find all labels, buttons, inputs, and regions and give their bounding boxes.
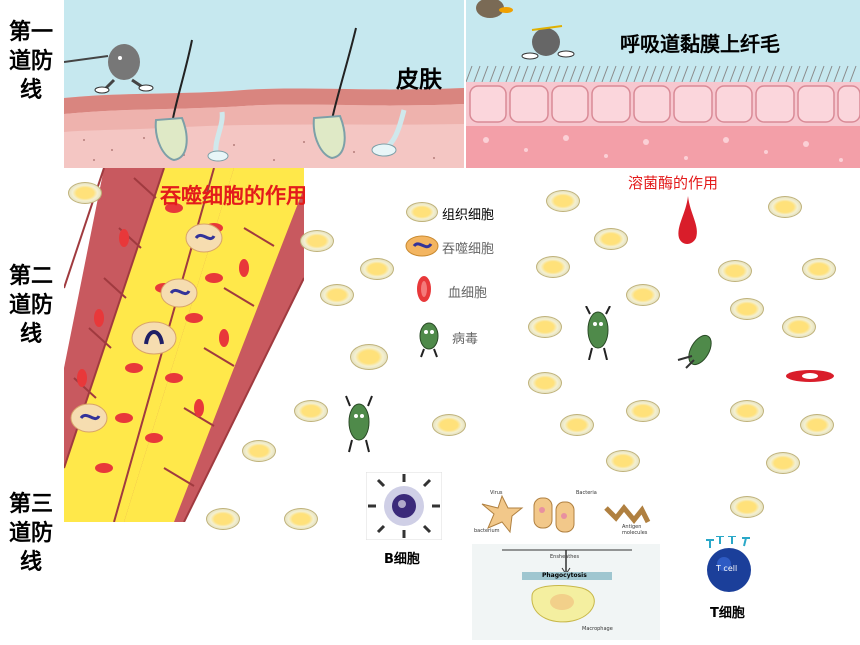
t-cell-inner-label: T cell [716, 564, 738, 573]
tissue-cell [528, 372, 562, 394]
tissue-cell [546, 190, 580, 212]
third-line-label: 第三道防线 [8, 492, 53, 575]
germ-character-icon [64, 44, 154, 94]
tissue-cell [730, 496, 764, 518]
virus-icon [419, 322, 439, 358]
blood-vessel [64, 168, 304, 522]
tissue-cell [300, 230, 334, 252]
skin-title: 皮肤 [396, 67, 442, 93]
lysed-cell-icon [786, 370, 834, 382]
lysozyme-title: 溶菌酶的作用 [628, 174, 719, 192]
mucosa-title: 呼吸道黏膜上纤毛 [620, 32, 780, 56]
blood-vessel-illustration [64, 168, 304, 522]
second-line-label: 第二道防线 [8, 264, 53, 347]
phagocyte-icon [405, 235, 439, 257]
tissue-cell [626, 400, 660, 422]
virus-icon [585, 306, 611, 360]
legend-label-blood-cell: 血细胞 [448, 286, 488, 301]
bacteria-caption: Bacteria [576, 490, 597, 496]
tissue-cell [768, 196, 802, 218]
b-cell-label: B细胞 [384, 552, 420, 567]
tissue-cell [560, 414, 594, 436]
tissue-cell [350, 344, 388, 370]
phagocytosis-figure: Virus Bacteria bacterium Antigen molecul… [472, 488, 660, 640]
phagocytosis-title: 吞噬细胞的作用 [160, 184, 307, 208]
first-line-label: 第一道防线 [8, 20, 53, 103]
tissue-cell [730, 400, 764, 422]
tissue-cell [284, 508, 318, 530]
skin-panel: 皮肤 [64, 0, 464, 168]
virus-icon [677, 334, 712, 369]
lysozyme-drop-icon [678, 196, 697, 244]
skin-illustration [64, 0, 464, 168]
virus-caption: Virus [490, 490, 503, 496]
mucosa-illustration [466, 0, 860, 168]
legend-label-tissue-cell: 组织细胞 [442, 208, 495, 223]
tissue-cell [802, 258, 836, 280]
tissue-cell [718, 260, 752, 282]
tissue-cell [360, 258, 394, 280]
germ-character-icon [476, 0, 513, 18]
tissue-cell [68, 182, 102, 204]
legend-label-phagocyte: 吞噬细胞 [442, 242, 495, 257]
bacterium-caption: bacterium [474, 528, 500, 534]
virus-icon [345, 395, 373, 453]
mucosa-panel: 呼吸道黏膜上纤毛 [466, 0, 860, 168]
antigen-caption: Antigen molecules [622, 524, 648, 536]
b-cell-icon [366, 472, 442, 540]
tissue-cell [242, 440, 276, 462]
legend: 组织细胞 吞噬细胞 血细胞 病毒 [404, 202, 524, 362]
tissue-cell [782, 316, 816, 338]
macrophage-caption: Macrophage [582, 626, 613, 632]
tissue-cell [432, 414, 466, 436]
legend-label-virus: 病毒 [452, 332, 479, 347]
blood-cell-icon [417, 276, 431, 302]
tissue-cell [320, 284, 354, 306]
tissue-cell [626, 284, 660, 306]
tissue-cell [294, 400, 328, 422]
tissue-cell [536, 256, 570, 278]
tissue-cell [730, 298, 764, 320]
tissue-cell [528, 316, 562, 338]
tissue-cell-icon [406, 202, 438, 222]
tissue-cell [766, 452, 800, 474]
t-cell-icon [706, 536, 751, 592]
tissue-cell [606, 450, 640, 472]
phagocytosis-diagram [472, 488, 660, 623]
engulf-caption: Ensheathes [550, 554, 580, 560]
phagocytosis-caption: Phagocytosis [542, 572, 587, 579]
tissue-cell [594, 228, 628, 250]
t-cell-label: T细胞 [710, 606, 745, 621]
tissue-cell [800, 414, 834, 436]
germ-character-icon [521, 25, 575, 60]
tissue-cell [206, 508, 240, 530]
